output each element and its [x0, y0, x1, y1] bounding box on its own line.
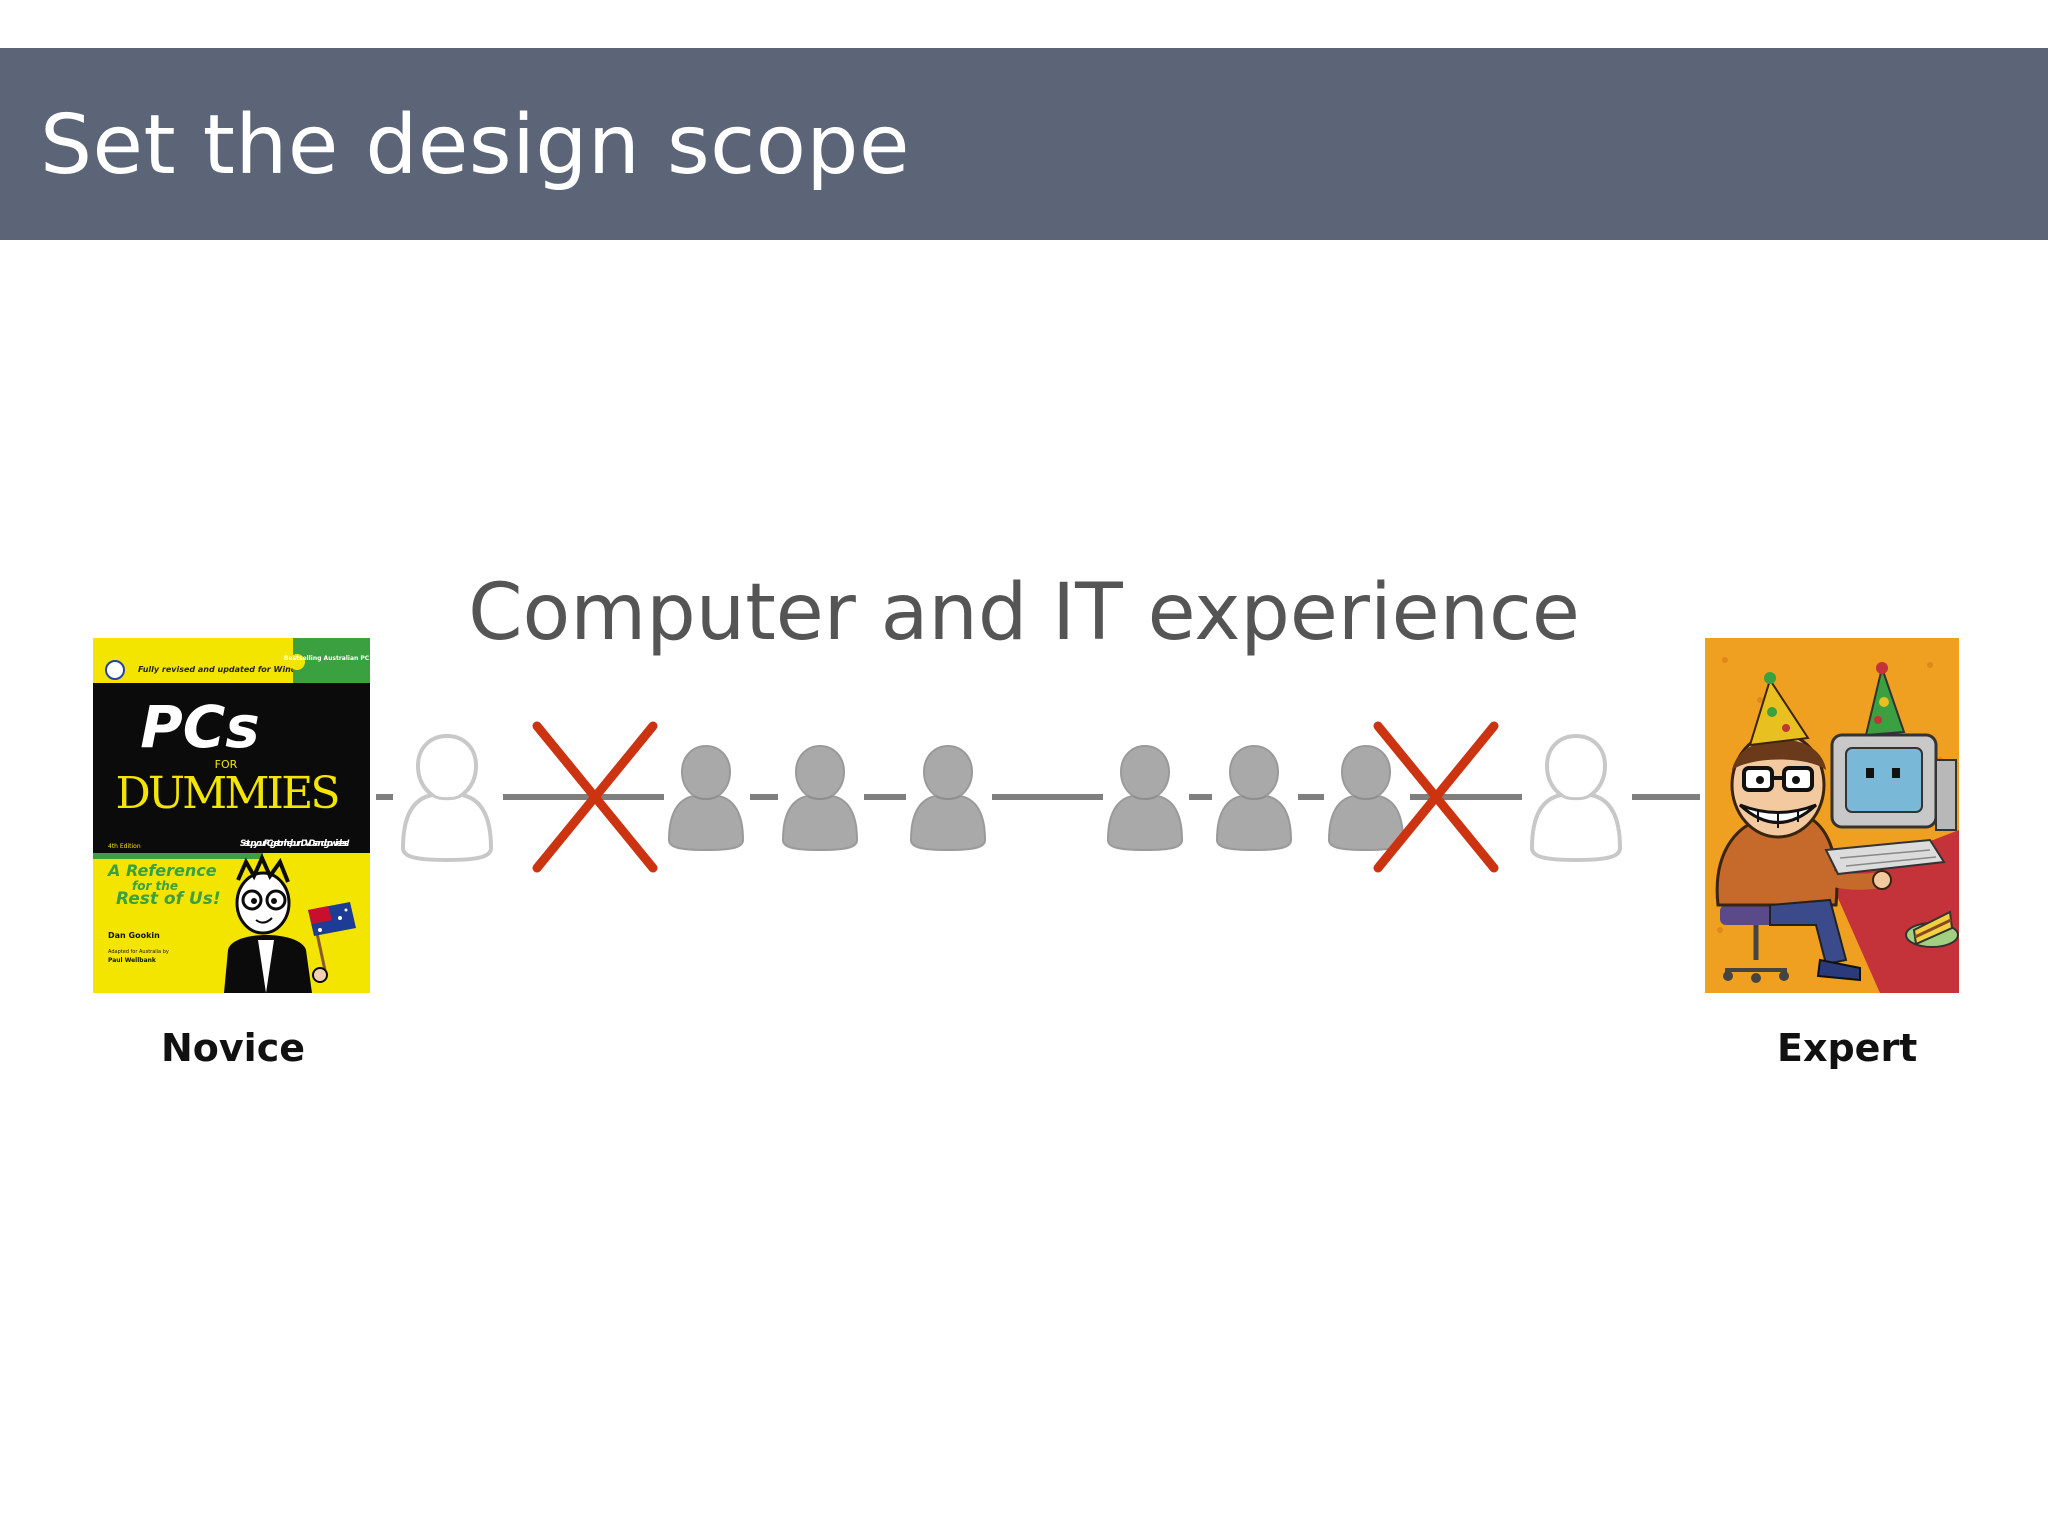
person-filled-1	[664, 745, 750, 855]
expert-label: Expert	[1777, 1026, 1918, 1070]
book-tagline-1: A Reference	[106, 861, 217, 880]
person-filled-5	[1212, 745, 1298, 855]
person-filled-4	[1103, 745, 1189, 855]
cross-mark-right	[1373, 721, 1499, 873]
globe-icon	[105, 660, 125, 680]
slide-title: Set the design scope	[40, 98, 910, 193]
cross-mark-left	[532, 721, 658, 873]
book-blurb: Set up your PC, get online, burn DVDs an…	[240, 839, 350, 849]
title-bar	[0, 48, 2048, 240]
book-bestseller-badge: Bestselling Australian PC Book	[284, 655, 389, 662]
book-adapter: Paul Wellbank	[108, 957, 157, 964]
book-edition: 4th Edition	[108, 843, 141, 850]
book-author: Dan Gookin	[108, 931, 160, 940]
person-outline-left	[393, 734, 503, 865]
computer-monitor-icon	[1824, 662, 1957, 876]
person-filled-3	[906, 745, 992, 855]
geek-cartoon-at-computer	[1705, 638, 1959, 993]
person-filled-2	[778, 745, 864, 855]
australian-flag-icon	[308, 902, 356, 976]
dummies-mascot-icon	[224, 853, 312, 993]
book-top-banner: Fully revised and updated for Windows Vi…	[138, 665, 340, 674]
book-title-pcs: PCs	[140, 693, 260, 761]
book-title-for: FOR	[215, 758, 238, 771]
birthday-cake-icon	[1905, 910, 1959, 948]
person-filled-6	[1324, 745, 1410, 855]
novice-label: Novice	[161, 1026, 306, 1070]
person-outline-right	[1522, 734, 1632, 865]
book-title-dummies: DUMMIES	[116, 768, 341, 819]
book-adapted-label: Adapted for Australia by	[108, 949, 169, 955]
book-tagline-3: Rest of Us!	[116, 889, 221, 909]
book-tagline-2: for the	[132, 879, 178, 893]
pcs-for-dummies-book-cover: Fully revised and updated for Windows Vi…	[93, 638, 389, 993]
scale-heading: Computer and IT experience	[468, 568, 1580, 658]
